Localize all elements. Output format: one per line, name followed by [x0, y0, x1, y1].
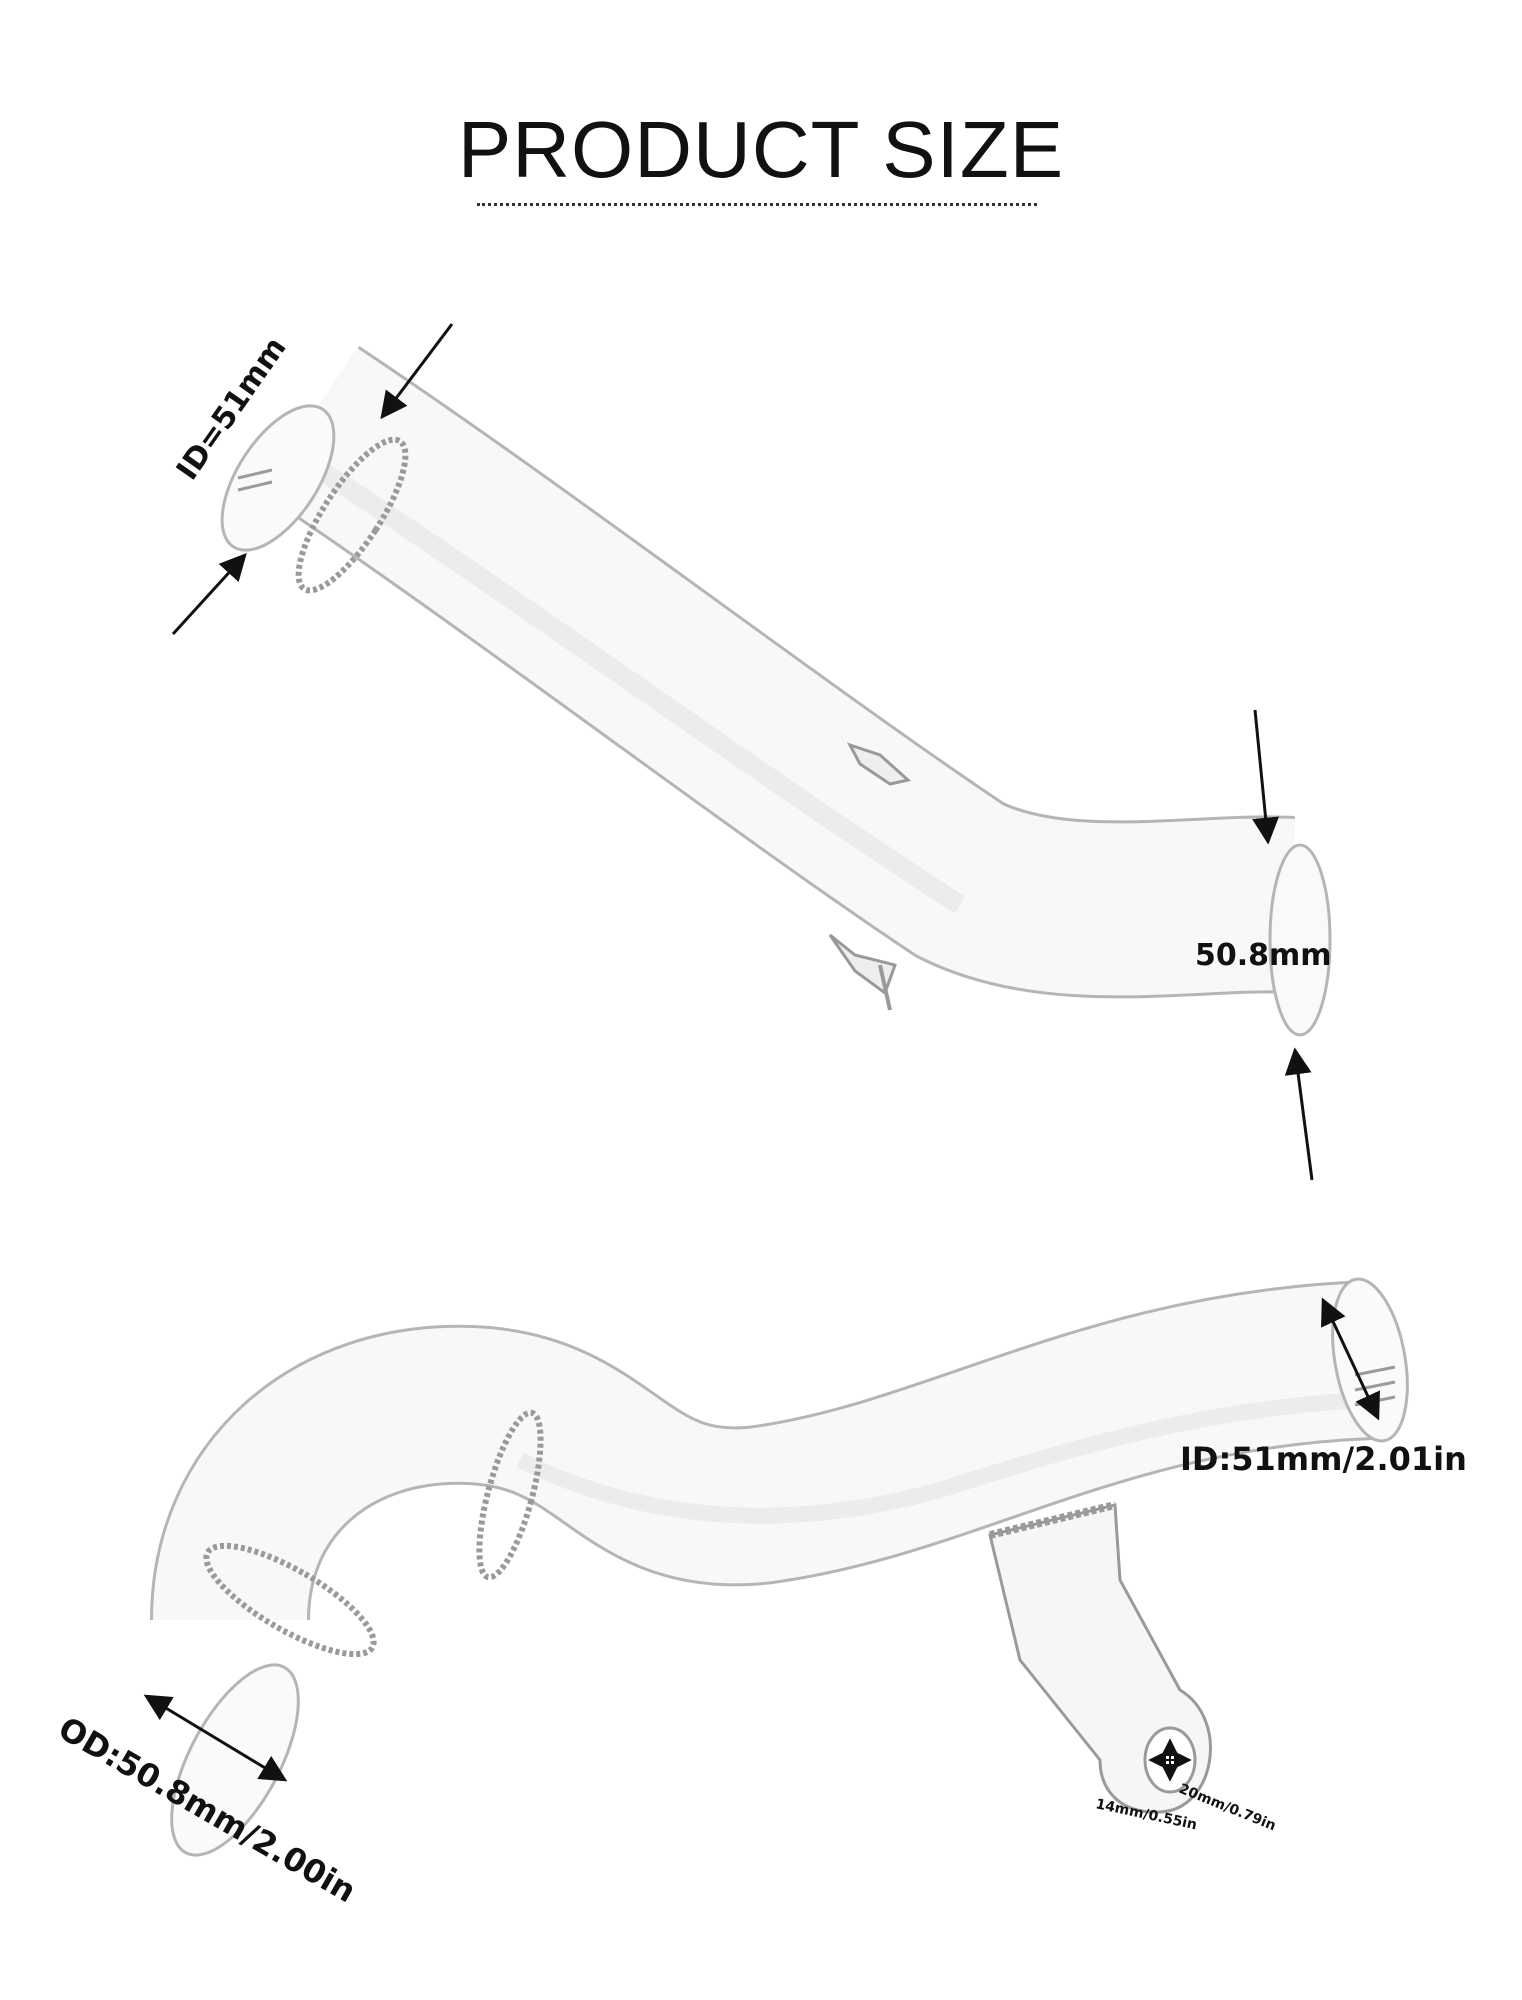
top-od-arrow-lower	[1284, 1047, 1314, 1181]
bottom-od-dimension-line	[143, 1694, 288, 1782]
top-od-label: 50.8mm	[1195, 938, 1332, 973]
page-title: PRODUCT SIZE	[457, 105, 1065, 194]
top-od-arrow-upper	[1252, 709, 1280, 845]
bottom-id-dimension-line	[1321, 1297, 1380, 1421]
bottom-pipe	[150, 1277, 1409, 1857]
top-id-arrow-lower	[171, 553, 247, 636]
top-id-arrow-upper	[380, 323, 454, 420]
title-underline	[477, 203, 1037, 206]
top-pipe	[220, 345, 1332, 1037]
bottom-id-label: ID:51mm/2.01in	[1180, 1440, 1467, 1478]
